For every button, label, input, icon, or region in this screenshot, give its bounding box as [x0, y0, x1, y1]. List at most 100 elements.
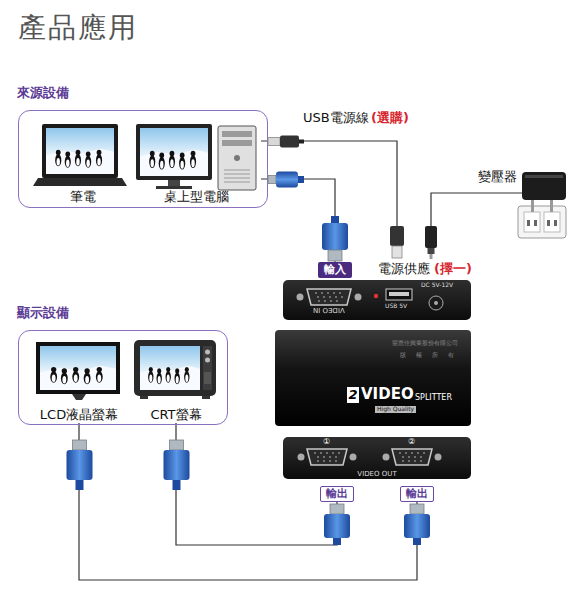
power-adapter-device: 變壓器	[476, 166, 568, 240]
power-adapter	[524, 212, 540, 232]
annotation-label: (選購)	[371, 111, 409, 126]
crt-tv-illustration	[205, 350, 210, 355]
lcd-device: LCD液晶螢幕	[29, 339, 129, 423]
input-panel-ports	[355, 294, 362, 301]
output-panel: ①②VIDEO OUT	[283, 437, 471, 479]
power-adapter	[547, 220, 550, 226]
output-panel-ports	[435, 454, 442, 461]
vga-plug	[76, 480, 84, 490]
port-tag: 輸出	[400, 486, 434, 502]
input-panel-ports	[324, 300, 326, 302]
desktop-illustration	[136, 124, 256, 190]
output-panel-ports	[417, 452, 419, 454]
output-panel-ports	[420, 456, 422, 458]
vga-plug	[268, 172, 304, 188]
input-panel-ports	[336, 300, 338, 302]
input-panel-ports	[434, 301, 438, 305]
product-marking: 2	[347, 387, 359, 403]
output-panel-ports	[402, 460, 404, 462]
power-adapter	[544, 212, 560, 232]
panel-marking: USB 5V	[385, 303, 407, 310]
output-panel-ports	[329, 456, 331, 458]
port-tag: 輸入	[318, 262, 352, 278]
cable-line	[431, 193, 476, 280]
barrel-plug	[428, 248, 435, 254]
power-adapter	[525, 175, 563, 178]
tag-label: 輸入	[318, 262, 352, 278]
barrel-plug	[425, 226, 437, 259]
crt-tv-illustration	[140, 346, 200, 390]
output-panel-ports	[423, 452, 425, 454]
usb-power-plug	[392, 246, 402, 258]
input-panel-ports	[323, 296, 325, 298]
annotation-label: (擇一)	[434, 262, 472, 277]
power-adapter	[476, 172, 566, 238]
vga-plug	[268, 176, 276, 184]
power-adapter	[476, 192, 523, 193]
vga-plug	[324, 514, 350, 538]
crt-tv-illustration	[140, 396, 148, 399]
vga-plug	[328, 250, 342, 261]
vga-plug	[331, 216, 339, 223]
crt-tv-illustration	[205, 358, 210, 363]
input-panel-ports	[297, 289, 444, 310]
lcd-monitor-illustration	[40, 346, 116, 390]
desktop-illustration	[168, 180, 180, 186]
usb-plug	[299, 140, 304, 144]
laptop-illustration	[46, 128, 114, 174]
output-panel-ports	[420, 460, 422, 462]
input-panel-ports	[333, 292, 335, 294]
output-panel-ports	[329, 460, 331, 462]
tag-label: 輸出	[321, 487, 353, 501]
device-label: LCD液晶螢幕	[29, 408, 129, 423]
desktop-illustration	[224, 178, 250, 179]
input-panel-ports	[317, 296, 319, 298]
input-panel-ports	[315, 292, 317, 294]
power-adapter	[518, 206, 566, 238]
vga-plug	[330, 504, 344, 514]
vga-plug	[67, 450, 93, 480]
input-panel-ports	[329, 296, 331, 298]
display-group: 顯示設備LCD液晶螢幕CRT螢幕	[18, 330, 228, 425]
input-panel-ports	[321, 292, 323, 294]
crt-tv-illustration	[134, 340, 216, 399]
input-panel-ports	[429, 296, 443, 310]
panel-marking: VIDEO OUT	[283, 470, 471, 478]
output-panel-ports	[314, 452, 316, 454]
vga-plug	[324, 504, 350, 545]
usb-plug	[268, 136, 304, 148]
output-panel-ports	[307, 449, 347, 465]
laptop-illustration	[42, 124, 118, 178]
power-adapter	[527, 220, 530, 226]
vga-plug	[322, 223, 348, 250]
output-panel-ports	[408, 456, 410, 458]
desktop-illustration	[224, 170, 250, 182]
output-panel-ports	[298, 454, 305, 461]
watermark-text: 版權所有	[400, 352, 464, 359]
watermark-text: 豐恩佳興業股份有限公司	[392, 340, 458, 347]
desktop-illustration	[234, 155, 240, 161]
panel-marking: DC 5V-12V	[421, 282, 453, 289]
page-title: 產品應用	[18, 12, 138, 44]
panel-marking: ①	[323, 437, 330, 446]
output-panel-ports	[414, 456, 416, 458]
input-panel-ports	[307, 289, 351, 305]
desktop-illustration	[222, 131, 252, 137]
lcd-monitor-illustration	[36, 342, 120, 394]
group-heading: 來源設備	[17, 86, 69, 101]
vga-plug	[170, 440, 184, 450]
output-panel-ports	[320, 452, 322, 454]
desktop-illustration	[224, 174, 250, 175]
output-panel-ports	[405, 452, 407, 454]
vga-plug	[173, 480, 181, 490]
output-panel-ports	[408, 460, 410, 462]
input-panel-ports	[327, 292, 329, 294]
usb-plug	[268, 138, 280, 146]
output-panel-ports	[402, 456, 404, 458]
output-panel-ports	[314, 452, 425, 462]
port-tag: 輸出	[320, 486, 354, 502]
output-panel-ports	[411, 452, 413, 454]
vga-plug	[404, 514, 430, 538]
